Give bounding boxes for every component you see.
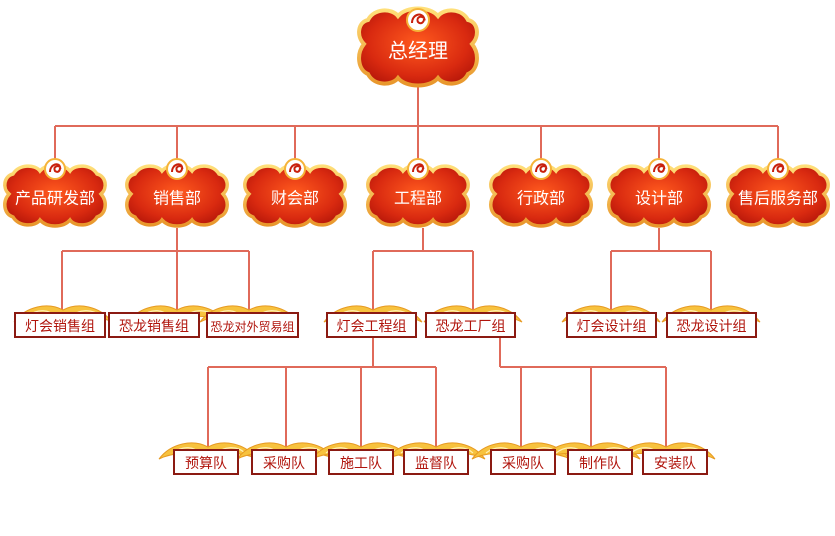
root-node[interactable]: 总经理 (357, 6, 479, 88)
department-label: 行政部 (517, 189, 565, 208)
department-label: 产品研发部 (15, 189, 95, 208)
dragon-logo-icon (166, 158, 188, 180)
department-label: 工程部 (394, 189, 442, 208)
team-purchasing-factory[interactable]: 采购队 (490, 449, 556, 475)
group-dino-foreign-trade[interactable]: 恐龙对外贸易组 (206, 312, 299, 338)
root-label: 总经理 (388, 39, 448, 63)
dragon-logo-icon (767, 158, 789, 180)
department-label: 设计部 (635, 189, 683, 208)
dragon-logo-icon (44, 158, 66, 180)
dragon-logo-icon (648, 158, 670, 180)
department-7[interactable]: 售后服务部 (726, 158, 830, 228)
department-label: 财会部 (271, 189, 319, 208)
department-label: 售后服务部 (738, 189, 818, 208)
team-supervision[interactable]: 监督队 (403, 449, 469, 475)
team-construction[interactable]: 施工队 (328, 449, 394, 475)
department-5[interactable]: 行政部 (489, 158, 593, 228)
department-6[interactable]: 设计部 (607, 158, 711, 228)
team-installation[interactable]: 安装队 (642, 449, 708, 475)
connector-lines (54, 75, 779, 449)
dragon-logo-icon (406, 8, 430, 32)
team-production[interactable]: 制作队 (567, 449, 633, 475)
department-1[interactable]: 产品研发部 (3, 158, 107, 228)
group-lantern-engineering[interactable]: 灯会工程组 (326, 312, 417, 338)
department-4[interactable]: 工程部 (366, 158, 470, 228)
group-dino-design[interactable]: 恐龙设计组 (666, 312, 757, 338)
department-3[interactable]: 财会部 (243, 158, 347, 228)
department-2[interactable]: 销售部 (125, 158, 229, 228)
dragon-logo-icon (407, 158, 429, 180)
dragon-logo-icon (530, 158, 552, 180)
group-dino-sales[interactable]: 恐龙销售组 (108, 312, 200, 338)
group-lantern-sales[interactable]: 灯会销售组 (14, 312, 106, 338)
team-purchasing[interactable]: 采购队 (251, 449, 317, 475)
department-label: 销售部 (153, 189, 201, 208)
group-dino-factory[interactable]: 恐龙工厂组 (425, 312, 516, 338)
group-lantern-design[interactable]: 灯会设计组 (566, 312, 657, 338)
team-budget[interactable]: 预算队 (173, 449, 239, 475)
dragon-logo-icon (284, 158, 306, 180)
